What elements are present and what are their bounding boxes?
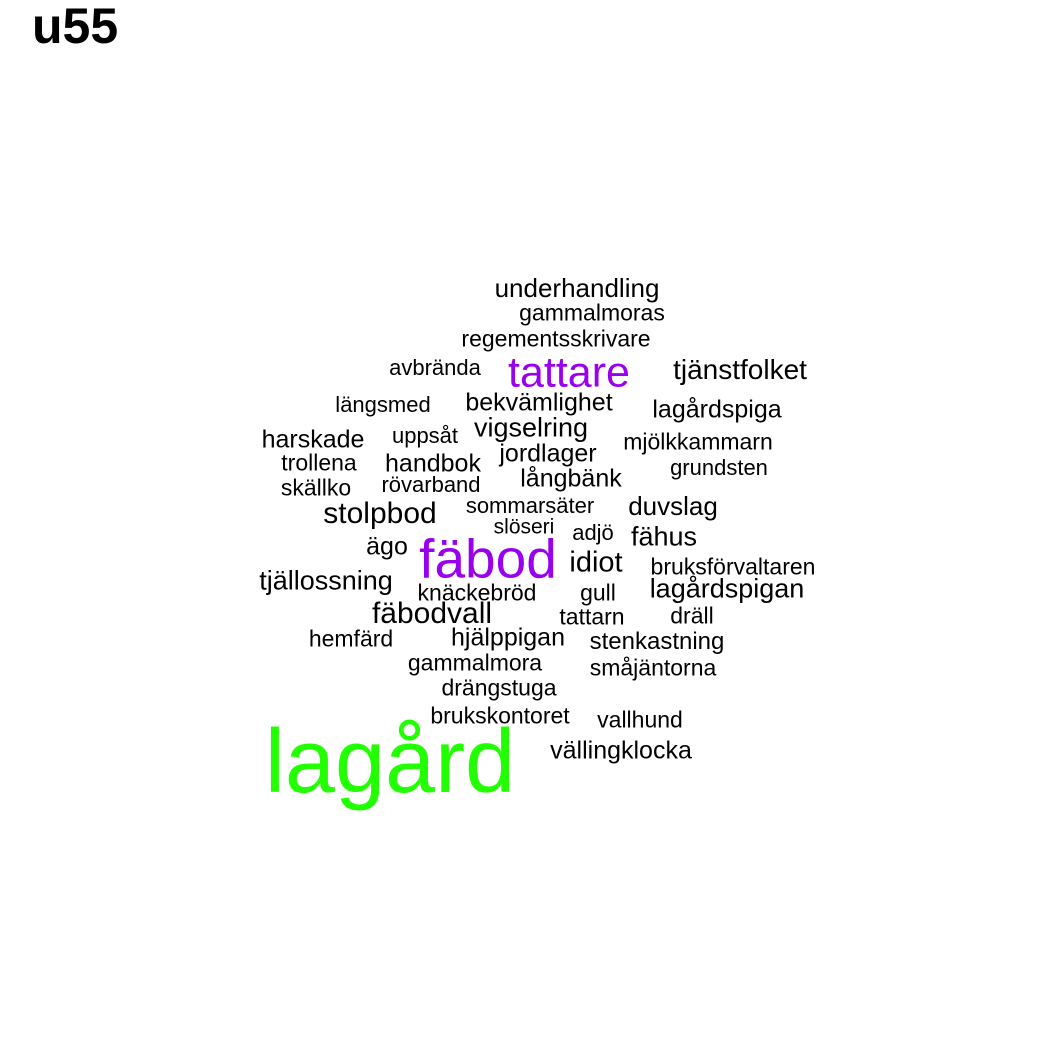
cloud-word: vigselring: [473, 412, 589, 443]
cloud-word: vällingklocka: [550, 736, 692, 765]
cloud-word: fähus: [630, 521, 698, 552]
cloud-word: rövarband: [381, 472, 481, 497]
cloud-word: bekvämlighet: [465, 388, 613, 417]
cloud-word: långbänk: [520, 464, 622, 493]
cloud-word: tjänstfolket: [673, 354, 807, 385]
cloud-word: duvslag: [628, 491, 718, 521]
cloud-word: lagård: [264, 712, 516, 812]
cloud-word: mjölkkammarn: [623, 428, 773, 455]
cloud-word: brukskontoret: [430, 702, 570, 729]
cloud-word: drängstuga: [441, 674, 557, 701]
cloud-word: tattare: [508, 348, 630, 397]
cloud-word: stenkastning: [589, 628, 725, 655]
cloud-word: trollena: [281, 449, 357, 476]
cloud-word: skällko: [280, 474, 352, 501]
cloud-word: gull: [580, 579, 616, 606]
cloud-word: fäbod: [419, 527, 557, 590]
cloud-word: lagårdspigan: [649, 573, 805, 604]
cloud-word: sommarsäter: [465, 493, 595, 518]
cloud-word: tattarn: [559, 603, 625, 630]
cloud-word: ägo: [366, 532, 408, 561]
cloud-word: gammalmora: [407, 649, 543, 676]
cloud-word: jordlager: [499, 439, 597, 468]
cloud-word: lagårdspiga: [652, 395, 782, 424]
figure-title: u55: [32, 0, 119, 54]
cloud-word: fäbodvall: [371, 597, 493, 630]
cloud-word: regementsskrivare: [461, 325, 651, 352]
cloud-word: längsmed: [335, 392, 431, 417]
cloud-word: hjälppigan: [451, 623, 565, 652]
cloud-word: avbrända: [389, 355, 481, 380]
cloud-word: adjö: [572, 520, 614, 545]
cloud-word: grundsten: [670, 455, 768, 480]
cloud-word: bruksförvaltaren: [650, 553, 816, 580]
cloud-word: idiot: [569, 546, 623, 579]
cloud-word: uppsåt: [391, 423, 459, 448]
cloud-word: slöseri: [493, 515, 555, 539]
cloud-word: hemfärd: [308, 625, 394, 652]
cloud-word: underhandling: [494, 273, 660, 303]
cloud-word: stolpbod: [323, 497, 437, 530]
cloud-word: harskade: [261, 425, 365, 454]
cloud-word: dräll: [670, 602, 714, 629]
cloud-word: småjäntorna: [589, 654, 717, 681]
cloud-word: knäckebröd: [417, 579, 537, 606]
cloud-word: gammalmoras: [519, 299, 665, 326]
cloud-word: handbok: [385, 449, 481, 478]
cloud-word: vallhund: [597, 706, 683, 733]
cloud-word: tjällossning: [259, 565, 393, 596]
